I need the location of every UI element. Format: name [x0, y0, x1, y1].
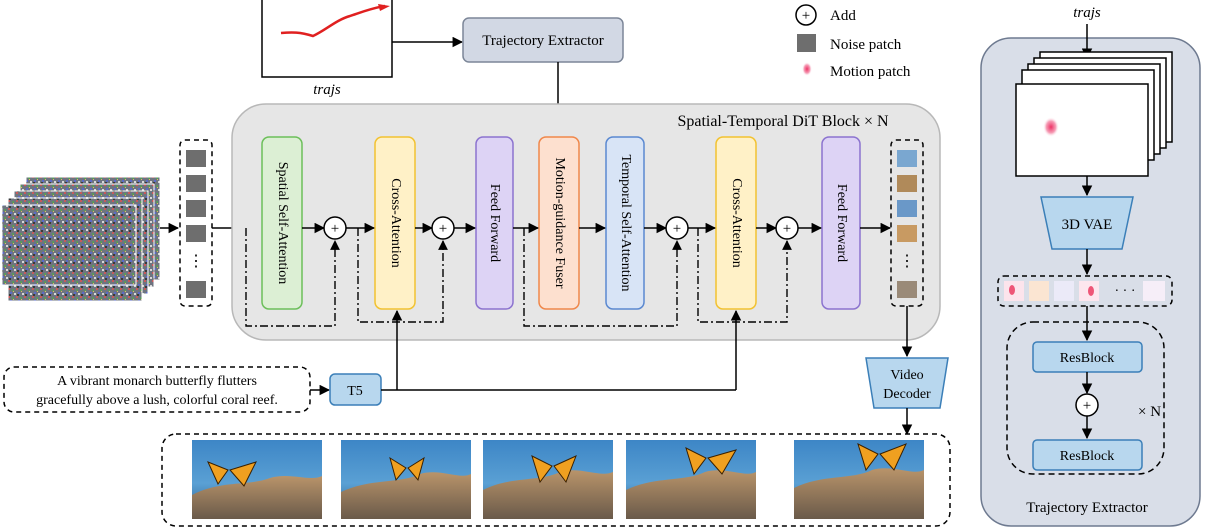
output-patch-column: ⋮	[890, 139, 924, 307]
t5-block: T5	[329, 373, 382, 406]
motion-patch	[1029, 281, 1049, 301]
add-node-4: +	[775, 216, 799, 240]
output-patch	[897, 200, 917, 217]
trajectory-extractor-box	[462, 17, 624, 63]
noise-patch	[186, 200, 206, 217]
t5-label: T5	[347, 384, 363, 399]
video-decoder-label-2: Decoder	[883, 387, 931, 402]
output-patch-dots: ⋮	[899, 253, 915, 270]
motion-patch-dot	[1009, 285, 1015, 295]
video-frame-2	[341, 440, 471, 519]
video-frame-5	[794, 440, 924, 519]
extractor-add-plus: +	[1083, 398, 1091, 414]
noise-patch	[186, 225, 206, 242]
legend-add-label: Add	[830, 8, 856, 24]
noise-patch-dots: ⋮	[188, 253, 204, 270]
prompt-dashed-box	[3, 366, 311, 413]
trajectory-extractor-block: Trajectory Extractor	[462, 17, 624, 63]
motion-patch-dashed-box	[997, 275, 1173, 307]
trajectory-plot-frame	[261, 0, 393, 78]
resblock-2-label: ResBlock	[1060, 449, 1114, 464]
output-patch	[897, 225, 917, 242]
video-decoder-label-1: Video	[890, 368, 923, 383]
motion-patch-icon	[802, 62, 812, 76]
prompt-line-2: gracefully above a lush, colorful coral …	[36, 393, 278, 408]
output-video-frames	[161, 433, 951, 527]
output-patch-dashed-box	[890, 139, 924, 307]
motion-frame-front	[1015, 83, 1149, 177]
trajectory-extractor-label: Trajectory Extractor	[482, 33, 604, 49]
output-patch	[897, 150, 917, 167]
temporal-self-attention-block: Temporal Self-Attention	[605, 136, 645, 310]
extractor-panel-title: Trajectory Extractor	[1026, 500, 1148, 516]
vae-box	[1040, 196, 1134, 250]
feed-forward-block-1: Feed Forward	[475, 136, 514, 310]
spatial-self-attention-label: Spatial Self-Attention	[275, 162, 290, 284]
svg-text:+: +	[331, 221, 339, 237]
noise-patch	[186, 281, 206, 298]
extractor-input-label: trajs	[1073, 5, 1101, 21]
trajectory-curve	[280, 4, 386, 38]
noise-patch-column: ⋮	[179, 139, 213, 307]
cross-attention-block-1: Cross-Attention	[374, 136, 416, 310]
video-decoder-block: Video Decoder	[865, 357, 949, 409]
trajectory-plot: trajs	[261, 0, 393, 98]
motion-guidance-fuser-block: Motion-guidance Fuser	[538, 136, 580, 310]
prompt-line-1: A vibrant monarch butterfly flutters	[57, 374, 257, 389]
resblock-repeat-label: × N	[1138, 404, 1161, 420]
resblock-2-box	[1032, 439, 1143, 471]
motion-patch-dot	[1088, 286, 1094, 296]
traj-label: trajs	[313, 82, 341, 98]
video-frame-3	[483, 440, 613, 519]
add-node-3: +	[665, 216, 689, 240]
motion-guidance-fuser-label: Motion-guidance Fuser	[552, 157, 567, 288]
output-patch	[897, 281, 917, 298]
motion-patch-dots: · · ·	[1115, 284, 1136, 299]
add-node-1: +	[323, 216, 347, 240]
dit-block-title: Spatial-Temporal DiT Block × N	[677, 113, 889, 130]
resblock-group-dashed-box	[1006, 321, 1165, 475]
spatial-self-attention-box	[261, 136, 303, 310]
legend-motion-label: Motion patch	[830, 64, 911, 80]
trajectory-arrowhead	[378, 4, 390, 11]
cross-attention-block-2: Cross-Attention	[715, 136, 757, 310]
noise-patch-icon	[797, 34, 816, 52]
noise-patch	[186, 150, 206, 167]
feed-forward-label-1: Feed Forward	[487, 184, 502, 262]
vae-label: 3D VAE	[1062, 217, 1113, 233]
spatial-self-attention-block: Spatial Self-Attention	[261, 136, 303, 310]
svg-text:+: +	[439, 221, 447, 237]
residual-connections	[245, 228, 792, 327]
output-patch	[897, 175, 917, 192]
legend: + Add Noise patch Motion patch	[795, 4, 911, 80]
video-decoder-box	[865, 357, 949, 409]
text-prompt: A vibrant monarch butterfly flutters gra…	[3, 366, 311, 413]
video-frame-1	[192, 440, 322, 519]
noise-patch	[186, 175, 206, 192]
video-frame-4	[626, 440, 756, 519]
legend-noise-label: Noise patch	[830, 37, 902, 53]
add-node-2: +	[431, 216, 455, 240]
cross-attention-label-2: Cross-Attention	[729, 178, 744, 267]
cross-attention-label-1: Cross-Attention	[388, 178, 403, 267]
motion-patch	[1143, 281, 1165, 301]
motion-frame-dot	[1043, 117, 1059, 137]
resblock-1-label: ResBlock	[1060, 351, 1114, 366]
motion-patch	[1054, 281, 1074, 301]
add-icon-plus: +	[802, 8, 810, 24]
noisy-video-stack	[1, 176, 161, 302]
feed-forward-block-2: Feed Forward	[821, 136, 861, 310]
svg-text:+: +	[673, 221, 681, 237]
text-condition-lines	[381, 309, 742, 391]
noise-frame-front	[1, 204, 137, 286]
extractor-panel: trajs 3D VAE · · · ResBlock + R	[980, 5, 1201, 527]
add-icon	[795, 4, 817, 26]
noise-patch-dashed-box	[179, 139, 213, 307]
svg-text:+: +	[783, 221, 791, 237]
feed-forward-label-2: Feed Forward	[834, 184, 849, 262]
temporal-self-attention-label: Temporal Self-Attention	[618, 154, 633, 291]
